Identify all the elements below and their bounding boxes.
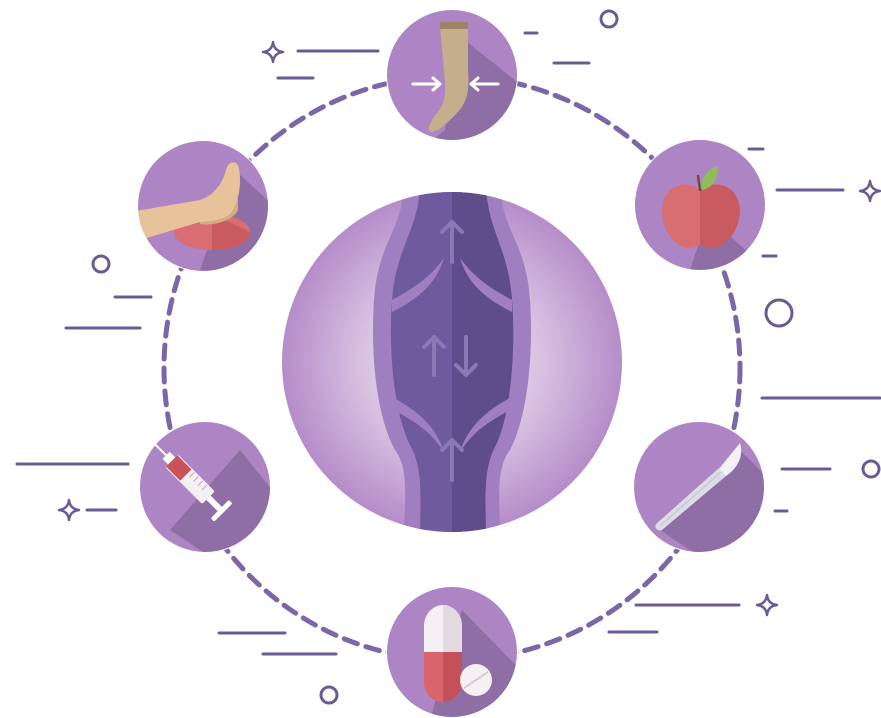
- vein-valve-illustration: [282, 180, 622, 545]
- pill-icon: [386, 586, 540, 718]
- apple-icon: [634, 139, 780, 300]
- compression-stocking-icon: [386, 9, 540, 150]
- syringe-icon: [139, 421, 280, 570]
- scalpel-icon: [633, 421, 780, 570]
- elevated-foot-icon: [130, 140, 300, 280]
